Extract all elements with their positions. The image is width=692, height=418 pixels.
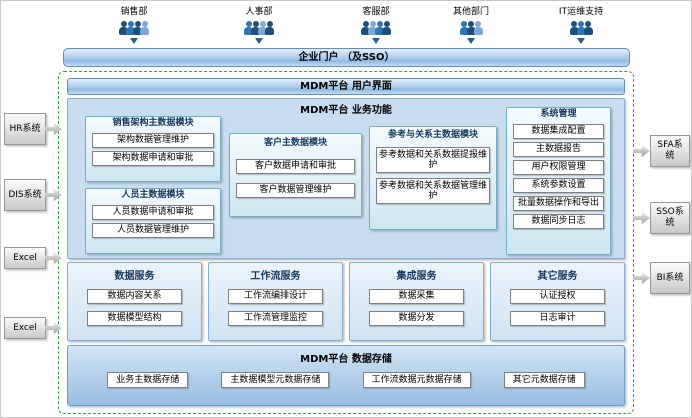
down-arrow-icon	[577, 38, 585, 44]
service-item: 数据分发	[368, 311, 465, 326]
service-item: 工作流管理监控	[227, 311, 324, 326]
dept-label: 其他部门	[452, 7, 489, 17]
down-arrow-icon	[372, 38, 380, 44]
module-sales-structure: 销售架构主数据模块 架构数据管理维护 架构数据申请和审批	[85, 116, 221, 182]
storage-title: MDM平台 数据存储	[300, 354, 392, 365]
module-item: 参考数据和关系数据提报维护	[376, 147, 490, 173]
business-functions-title: MDM平台 业务功能	[300, 105, 392, 116]
module-customer: 客户主数据模块 客户数据申请和审批 客户数据管理维护	[229, 133, 362, 217]
dept-hr: 人事部	[222, 4, 296, 44]
module-title: 人员主数据模块	[121, 190, 185, 200]
people-group-icon	[97, 19, 171, 36]
module-title: 系统管理	[540, 109, 577, 119]
arrow-right-icon	[633, 272, 650, 284]
storage-row: 业务主数据存储 主数据模型元数据存储 工作流数据元数据存储 其它元数据存储	[68, 372, 624, 389]
service-title: 集成服务	[396, 271, 437, 282]
dept-label: IT运维支持	[558, 7, 604, 17]
dept-customer-service: 客服部	[339, 4, 413, 44]
enterprise-portal-bar: 企业门户 （及SSO）	[63, 48, 630, 67]
module-item: 人员数据申请和审批	[92, 205, 214, 220]
people-group-icon	[544, 19, 618, 36]
system-sfa: SFA系统	[650, 135, 690, 167]
system-dis: DIS系统	[4, 179, 46, 211]
storage-item: 工作流数据元数据存储	[362, 372, 471, 389]
module-title: 客户主数据模块	[263, 138, 327, 148]
dept-other: 其他部门	[434, 4, 508, 44]
storage-item: 业务主数据存储	[107, 372, 189, 389]
system-hr: HR系统	[4, 113, 46, 145]
dept-label: 销售部	[120, 7, 148, 17]
system-excel-1: Excel	[4, 247, 46, 269]
storage-item: 主数据模型元数据存储	[221, 372, 330, 389]
service-item: 数据采集	[368, 289, 465, 304]
module-item: 架构数据申请和审批	[92, 151, 214, 166]
dept-sales: 销售部	[97, 4, 171, 44]
module-personnel: 人员主数据模块 人员数据申请和审批 人员数据管理维护	[85, 188, 221, 254]
module-item: 数据同步日志	[513, 214, 604, 229]
module-title: 参考与关系主数据模块	[387, 130, 478, 140]
module-reference-relation: 参考与关系主数据模块 参考数据和关系数据提报维护 参考数据和关系数据管理维护	[369, 126, 497, 230]
module-item: 批量数据操作和导出	[513, 196, 604, 211]
people-group-icon	[339, 19, 413, 36]
system-sso: SSO系统	[650, 202, 690, 234]
storage-item: 其它元数据存储	[503, 372, 585, 389]
arrow-right-icon	[633, 145, 650, 157]
dept-it-ops: IT运维支持	[544, 4, 618, 44]
system-excel-2: Excel	[4, 317, 46, 339]
service-title: 数据服务	[114, 271, 155, 282]
arrow-right-icon	[633, 212, 650, 224]
people-group-icon	[222, 19, 296, 36]
down-arrow-icon	[130, 38, 138, 44]
system-bi: BI系统	[650, 262, 690, 294]
ui-layer-bar: MDM平台 用户界面	[67, 78, 625, 95]
service-title: 工作流服务	[250, 271, 301, 282]
storage-panel: MDM平台 数据存储 业务主数据存储 主数据模型元数据存储 工作流数据元数据存储…	[67, 345, 625, 406]
dept-label: 人事部	[245, 7, 273, 17]
business-functions-panel: MDM平台 业务功能 销售架构主数据模块 架构数据管理维护 架构数据申请和审批 …	[67, 98, 625, 259]
down-arrow-icon	[467, 38, 475, 44]
module-system-admin: 系统管理 数据集成配置 主数据报告 用户权限管理 系统参数设置 批量数据操作和导…	[506, 107, 611, 255]
service-item: 数据模型结构	[86, 311, 183, 326]
module-item: 数据集成配置	[513, 124, 604, 139]
service-data: 数据服务 数据内容关系 数据模型结构	[67, 262, 202, 341]
service-workflow: 工作流服务 工作流编排设计 工作流管理监控	[208, 262, 343, 341]
service-item: 日志审计	[509, 311, 606, 326]
down-arrow-icon	[255, 38, 263, 44]
module-item: 参考数据和关系数据管理维护	[376, 178, 490, 204]
module-item: 用户权限管理	[513, 160, 604, 175]
module-item: 主数据报告	[513, 142, 604, 157]
people-group-icon	[434, 19, 508, 36]
service-item: 数据内容关系	[86, 289, 183, 304]
dept-label: 客服部	[362, 7, 390, 17]
module-item: 系统参数设置	[513, 178, 604, 193]
service-item: 工作流编排设计	[227, 289, 324, 304]
module-item: 架构数据管理维护	[92, 133, 214, 148]
service-other: 其它服务 认证授权 日志审计	[490, 262, 625, 341]
service-integration: 集成服务 数据采集 数据分发	[349, 262, 484, 341]
module-item: 客户数据管理维护	[236, 183, 355, 198]
module-title: 销售架构主数据模块	[112, 118, 194, 128]
service-item: 认证授权	[509, 289, 606, 304]
service-title: 其它服务	[537, 271, 578, 282]
module-item: 客户数据申请和审批	[236, 159, 355, 174]
platform-boundary	[58, 71, 634, 414]
module-item: 人员数据管理维护	[92, 223, 214, 238]
services-row: 数据服务 数据内容关系 数据模型结构 工作流服务 工作流编排设计 工作流管理监控…	[67, 262, 625, 341]
